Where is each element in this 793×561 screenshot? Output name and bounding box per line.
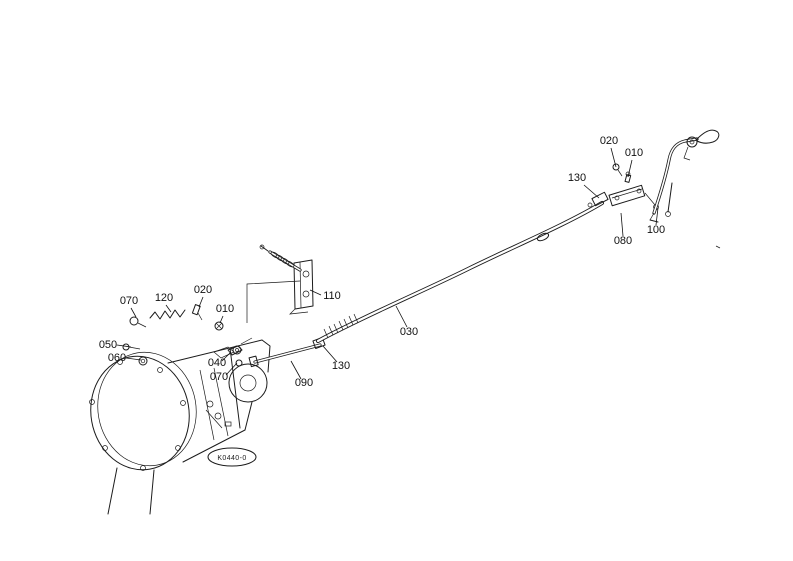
leader-line-7: [130, 307, 137, 318]
leader-line-11: [116, 344, 132, 348]
control-cable-030: [316, 201, 604, 343]
leader-line-13: [221, 351, 232, 362]
leader-line-6: [395, 305, 408, 328]
leader-line-2: [583, 184, 600, 199]
housing-flange: [90, 355, 190, 471]
clevis-040: [227, 345, 243, 356]
part-label-080-3: 080: [614, 235, 632, 247]
part-label-010-10: 010: [216, 303, 234, 315]
part-label-130-2: 130: [568, 172, 586, 184]
spring-120: [149, 309, 186, 320]
leader-line-12: [125, 357, 142, 361]
left-fasteners: [122, 304, 243, 367]
part-label-070-14: 070: [210, 371, 228, 383]
leader-line-1: [627, 159, 633, 178]
part-label-070-7: 070: [120, 295, 138, 307]
housing-cylinder: [228, 363, 268, 403]
transmission-housing: [89, 337, 271, 515]
part-label-120-8: 120: [155, 292, 173, 304]
leader-line-8: [165, 304, 172, 313]
clevis-080: [608, 184, 646, 207]
leader-line-4: [655, 207, 659, 226]
part-label-100-4: 100: [647, 224, 665, 236]
bolt-020-top: [612, 163, 620, 171]
lever-hook: [696, 129, 720, 144]
part-label-110-5: 110: [323, 290, 341, 302]
part-label-060-12: 060: [108, 352, 126, 364]
part-label-030-6: 030: [400, 326, 418, 338]
leader-line-10: [219, 315, 224, 324]
stamp-text: K0440-0: [217, 455, 246, 462]
screw-050: [122, 343, 130, 351]
part-label-020-9: 020: [194, 284, 212, 296]
part-label-050-11: 050: [99, 339, 117, 351]
part-label-040-13: 040: [208, 357, 226, 369]
cable-ferrule: [536, 232, 550, 242]
fitting-130-right: [591, 191, 609, 207]
bolt-020: [191, 304, 201, 316]
lever-pivot: [686, 136, 698, 148]
leader-line-15: [290, 360, 302, 380]
leader-line-3: [620, 212, 624, 237]
leader-line-14: [225, 362, 238, 376]
nut-010: [214, 321, 224, 331]
lever-100: [652, 137, 699, 215]
rod-090: [248, 337, 326, 368]
leader-line-0: [610, 147, 617, 168]
part-label-090-15: 090: [295, 377, 313, 389]
bolt-070: [129, 316, 139, 326]
part-label-010-1: 010: [625, 147, 643, 159]
housing-flange-rim: [97, 351, 197, 467]
pin-070: [235, 359, 243, 367]
drawing-stamp: K0440-0: [207, 447, 257, 467]
leader-line-16: [322, 345, 338, 363]
washer-060: [138, 356, 148, 366]
leader-line-5: [309, 289, 322, 296]
part-label-020-0: 020: [600, 135, 618, 147]
bracket-110: [246, 244, 314, 323]
part-label-130-16: 130: [332, 360, 350, 372]
leader-line-9: [198, 296, 204, 308]
lever-assembly: [587, 129, 721, 249]
